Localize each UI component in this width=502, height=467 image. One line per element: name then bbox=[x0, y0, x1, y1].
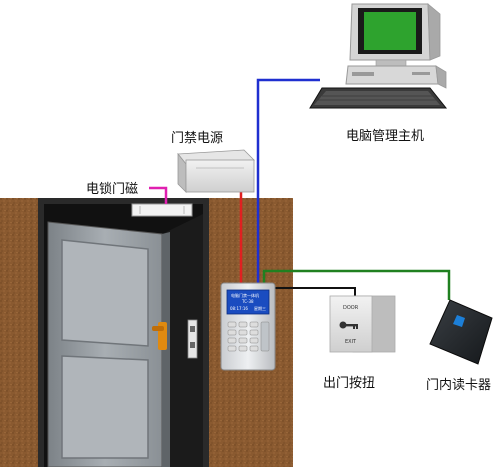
controller-screen-day: 星期三 bbox=[254, 305, 266, 311]
controller-screen-time: 08:17:16 bbox=[230, 306, 248, 311]
monitor-side bbox=[427, 3, 441, 61]
magnetic-lock-label: 电锁门磁 bbox=[86, 182, 139, 197]
monitor-screen bbox=[364, 12, 416, 50]
computer-drive bbox=[352, 72, 374, 76]
monitor-stand bbox=[375, 59, 407, 67]
reader-cable bbox=[262, 269, 451, 300]
controller-keypad bbox=[227, 321, 270, 352]
strike-hole-bottom bbox=[190, 342, 195, 348]
door-strike bbox=[187, 319, 198, 359]
button-cable bbox=[272, 287, 356, 296]
network-cable bbox=[256, 78, 320, 284]
controller-screen bbox=[226, 289, 270, 315]
strike-hole-top bbox=[190, 326, 195, 332]
computer-label: 电脑管理主机 bbox=[346, 129, 425, 144]
lock-cable bbox=[149, 186, 168, 204]
computer bbox=[309, 3, 448, 109]
exit-button-door-text: DOOR bbox=[343, 305, 359, 311]
power-supply-box bbox=[185, 159, 255, 193]
controller-screen-line1: 电脑门禁一体机 bbox=[231, 292, 259, 298]
door-panel-bottom bbox=[61, 355, 149, 459]
exit-button-label: 出门按扭 bbox=[323, 376, 376, 391]
magnetic-lock bbox=[131, 203, 193, 217]
controller-screen-line2: TC-38 bbox=[241, 299, 254, 304]
card-reader-label: 门内读卡器 bbox=[426, 378, 492, 393]
computer-drive bbox=[412, 72, 430, 75]
exit-button-exit-text: EXIT bbox=[345, 339, 357, 345]
power-supply-label: 门禁电源 bbox=[171, 131, 224, 146]
key-icon bbox=[339, 321, 358, 329]
door-handle bbox=[152, 326, 164, 331]
keyboard-keys bbox=[314, 91, 440, 105]
card-reader bbox=[429, 299, 493, 365]
computer-case-side bbox=[435, 65, 447, 89]
door-panel-top bbox=[61, 239, 149, 347]
card-reader-sensor bbox=[453, 315, 465, 327]
wall-left bbox=[0, 198, 38, 467]
